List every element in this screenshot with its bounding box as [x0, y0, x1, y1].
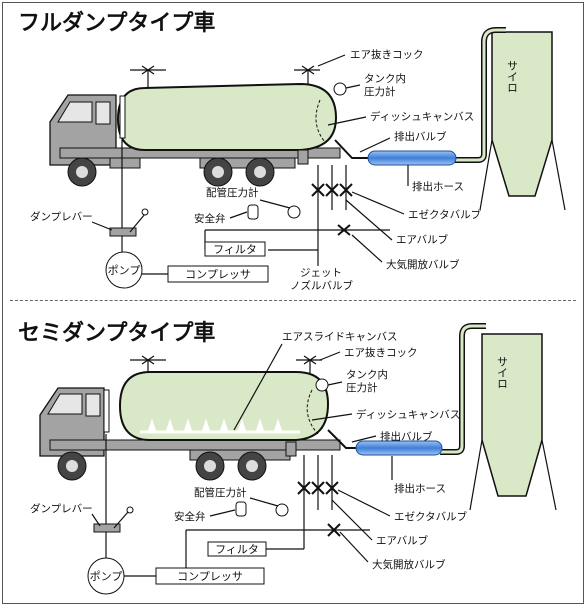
full-filter: [204, 241, 266, 257]
semi-atmos-valve-label: 大気開放バルブ: [372, 558, 446, 571]
semi-dump-section: セミダンプタイプ車 サイロ: [18, 320, 557, 595]
semi-pipe-gauge-icon: [275, 503, 289, 517]
semi-top-valves: [130, 355, 322, 374]
semi-discharge-hose-label: 排出ホース: [394, 482, 446, 495]
semi-safety-valve-label: 安全弁: [174, 510, 206, 523]
semi-air-vent-cock-label: エア抜きコック: [344, 346, 418, 359]
semi-lever-pole: [103, 389, 110, 433]
full-jet-label-1: ジェット: [300, 267, 342, 279]
semi-air-slide-jets: [140, 418, 300, 434]
semi-dump-lever-label: ダンプレバー: [30, 502, 93, 515]
semi-truck-cab: [39, 387, 105, 457]
section-divider: [10, 300, 576, 301]
semi-wheels: [57, 451, 267, 481]
full-safety-valve-icon: [247, 204, 259, 220]
full-silo: サイロ: [479, 31, 566, 211]
full-tank: [116, 82, 338, 151]
full-discharge-hose-label: 排出ホース: [412, 180, 464, 193]
semi-pipe-gauge-label: 配管圧力計: [194, 486, 247, 499]
semi-compressor-label: コンプレッサ: [177, 570, 243, 583]
semi-silo: サイロ: [469, 333, 557, 511]
full-lever-pole: [119, 95, 126, 139]
full-tank-gauge-icon: [333, 82, 347, 96]
full-filter-label: フィルタ: [213, 243, 257, 256]
semi-tank-gauge-icon: [315, 378, 329, 392]
full-dump-lever-label: ダンプレバー: [30, 210, 93, 223]
semi-air-slide-label: エアスライドキャンバス: [282, 331, 398, 343]
semi-pump-label: ポンプ: [90, 570, 123, 583]
semi-filter-label: フィルタ: [215, 543, 259, 556]
full-dump-lever: [109, 227, 137, 237]
full-silo-label: サイロ: [506, 60, 519, 93]
semi-title: セミダンプタイプ車: [18, 320, 215, 346]
full-pipe-gauge-icon: [287, 205, 301, 219]
semi-tank-pressure-label-2: 圧力計: [346, 381, 378, 394]
semi-silo-label: サイロ: [496, 356, 509, 389]
full-atmos-valve-label: 大気開放バルブ: [386, 258, 460, 271]
full-dump-section: フルダンプタイプ車 サイロ: [18, 10, 566, 292]
full-wheels: [67, 157, 275, 187]
semi-safety-valve-icon: [235, 501, 247, 517]
full-tank-pressure-label-1: タンク内: [364, 72, 406, 85]
full-tank-pressure-label-2: 圧力計: [364, 85, 396, 98]
full-compressor-label: コンプレッサ: [185, 268, 251, 281]
full-dish-canvas-label: ディッシュキャンバス: [370, 110, 474, 123]
full-discharge-valve-label: 排出バルブ: [394, 130, 447, 143]
full-pump: [105, 251, 143, 289]
semi-dish-canvas-label: ディッシュキャンバス: [356, 408, 460, 421]
full-ejector-valve-label: エゼクタバルブ: [408, 208, 482, 221]
semi-discharge-valve-label: 排出バルブ: [380, 430, 433, 443]
full-title: フルダンプタイプ車: [18, 10, 215, 36]
full-jet-label-2: ノズルバルブ: [290, 279, 353, 292]
semi-ejector-valve-label: エゼクタバルブ: [394, 510, 468, 523]
full-safety-valve-label: 安全弁: [194, 212, 226, 225]
full-valve-row: [311, 183, 353, 197]
semi-air-valve-label: エアバルブ: [376, 534, 429, 547]
semi-dump-lever: [93, 523, 121, 533]
semi-discharge-hose: [355, 440, 443, 456]
full-discharge-hose: [367, 150, 457, 166]
full-pipe-gauge-label: 配管圧力計: [206, 186, 259, 199]
full-top-valves: [130, 65, 320, 88]
semi-valve-row: [297, 481, 339, 495]
full-air-valve-label: エアバルブ: [396, 233, 449, 246]
full-pump-label: ポンプ: [108, 264, 141, 277]
semi-tank-pressure-label-1: タンク内: [346, 368, 388, 381]
full-air-vent-cock-label: エア抜きコック: [350, 48, 424, 61]
